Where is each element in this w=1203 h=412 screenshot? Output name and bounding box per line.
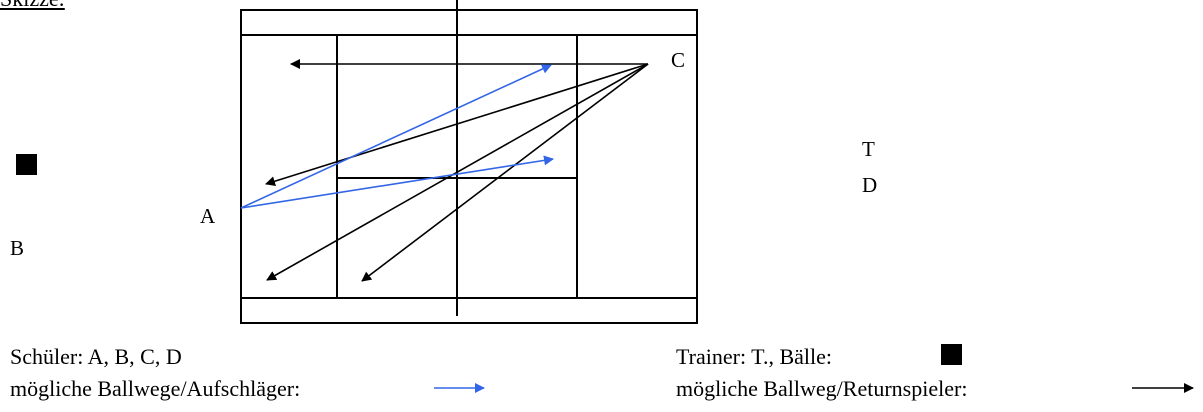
- legend-server-paths: mögliche Ballwege/Aufschläger:: [10, 376, 301, 401]
- serve-arrow-1: [240, 64, 552, 209]
- page-heading-cut: Skizze:: [0, 0, 65, 12]
- return-arrow-3: [266, 63, 649, 281]
- legend-students: Schüler: A, B, C, D: [10, 344, 182, 369]
- player-label-b: B: [10, 236, 24, 260]
- trainer-label-t: T: [862, 137, 875, 161]
- return-arrow-2: [265, 63, 649, 187]
- ball-icon: [16, 154, 37, 175]
- player-label-d: D: [862, 173, 877, 197]
- serve-arrow-2: [240, 155, 554, 209]
- court-outline: [240, 9, 698, 324]
- legend-ball-icon: [941, 344, 962, 365]
- server-arrows: [240, 64, 554, 209]
- returner-arrows: [265, 59, 649, 282]
- legend-trainer-balls: Trainer: T., Bälle:: [676, 344, 833, 369]
- court-lines: [240, 0, 698, 324]
- legend-returner-path: mögliche Ballweg/Returnspieler:: [676, 376, 968, 401]
- return-arrow-4: [361, 63, 649, 282]
- player-label-c: C: [671, 48, 685, 72]
- player-label-a: A: [200, 204, 216, 228]
